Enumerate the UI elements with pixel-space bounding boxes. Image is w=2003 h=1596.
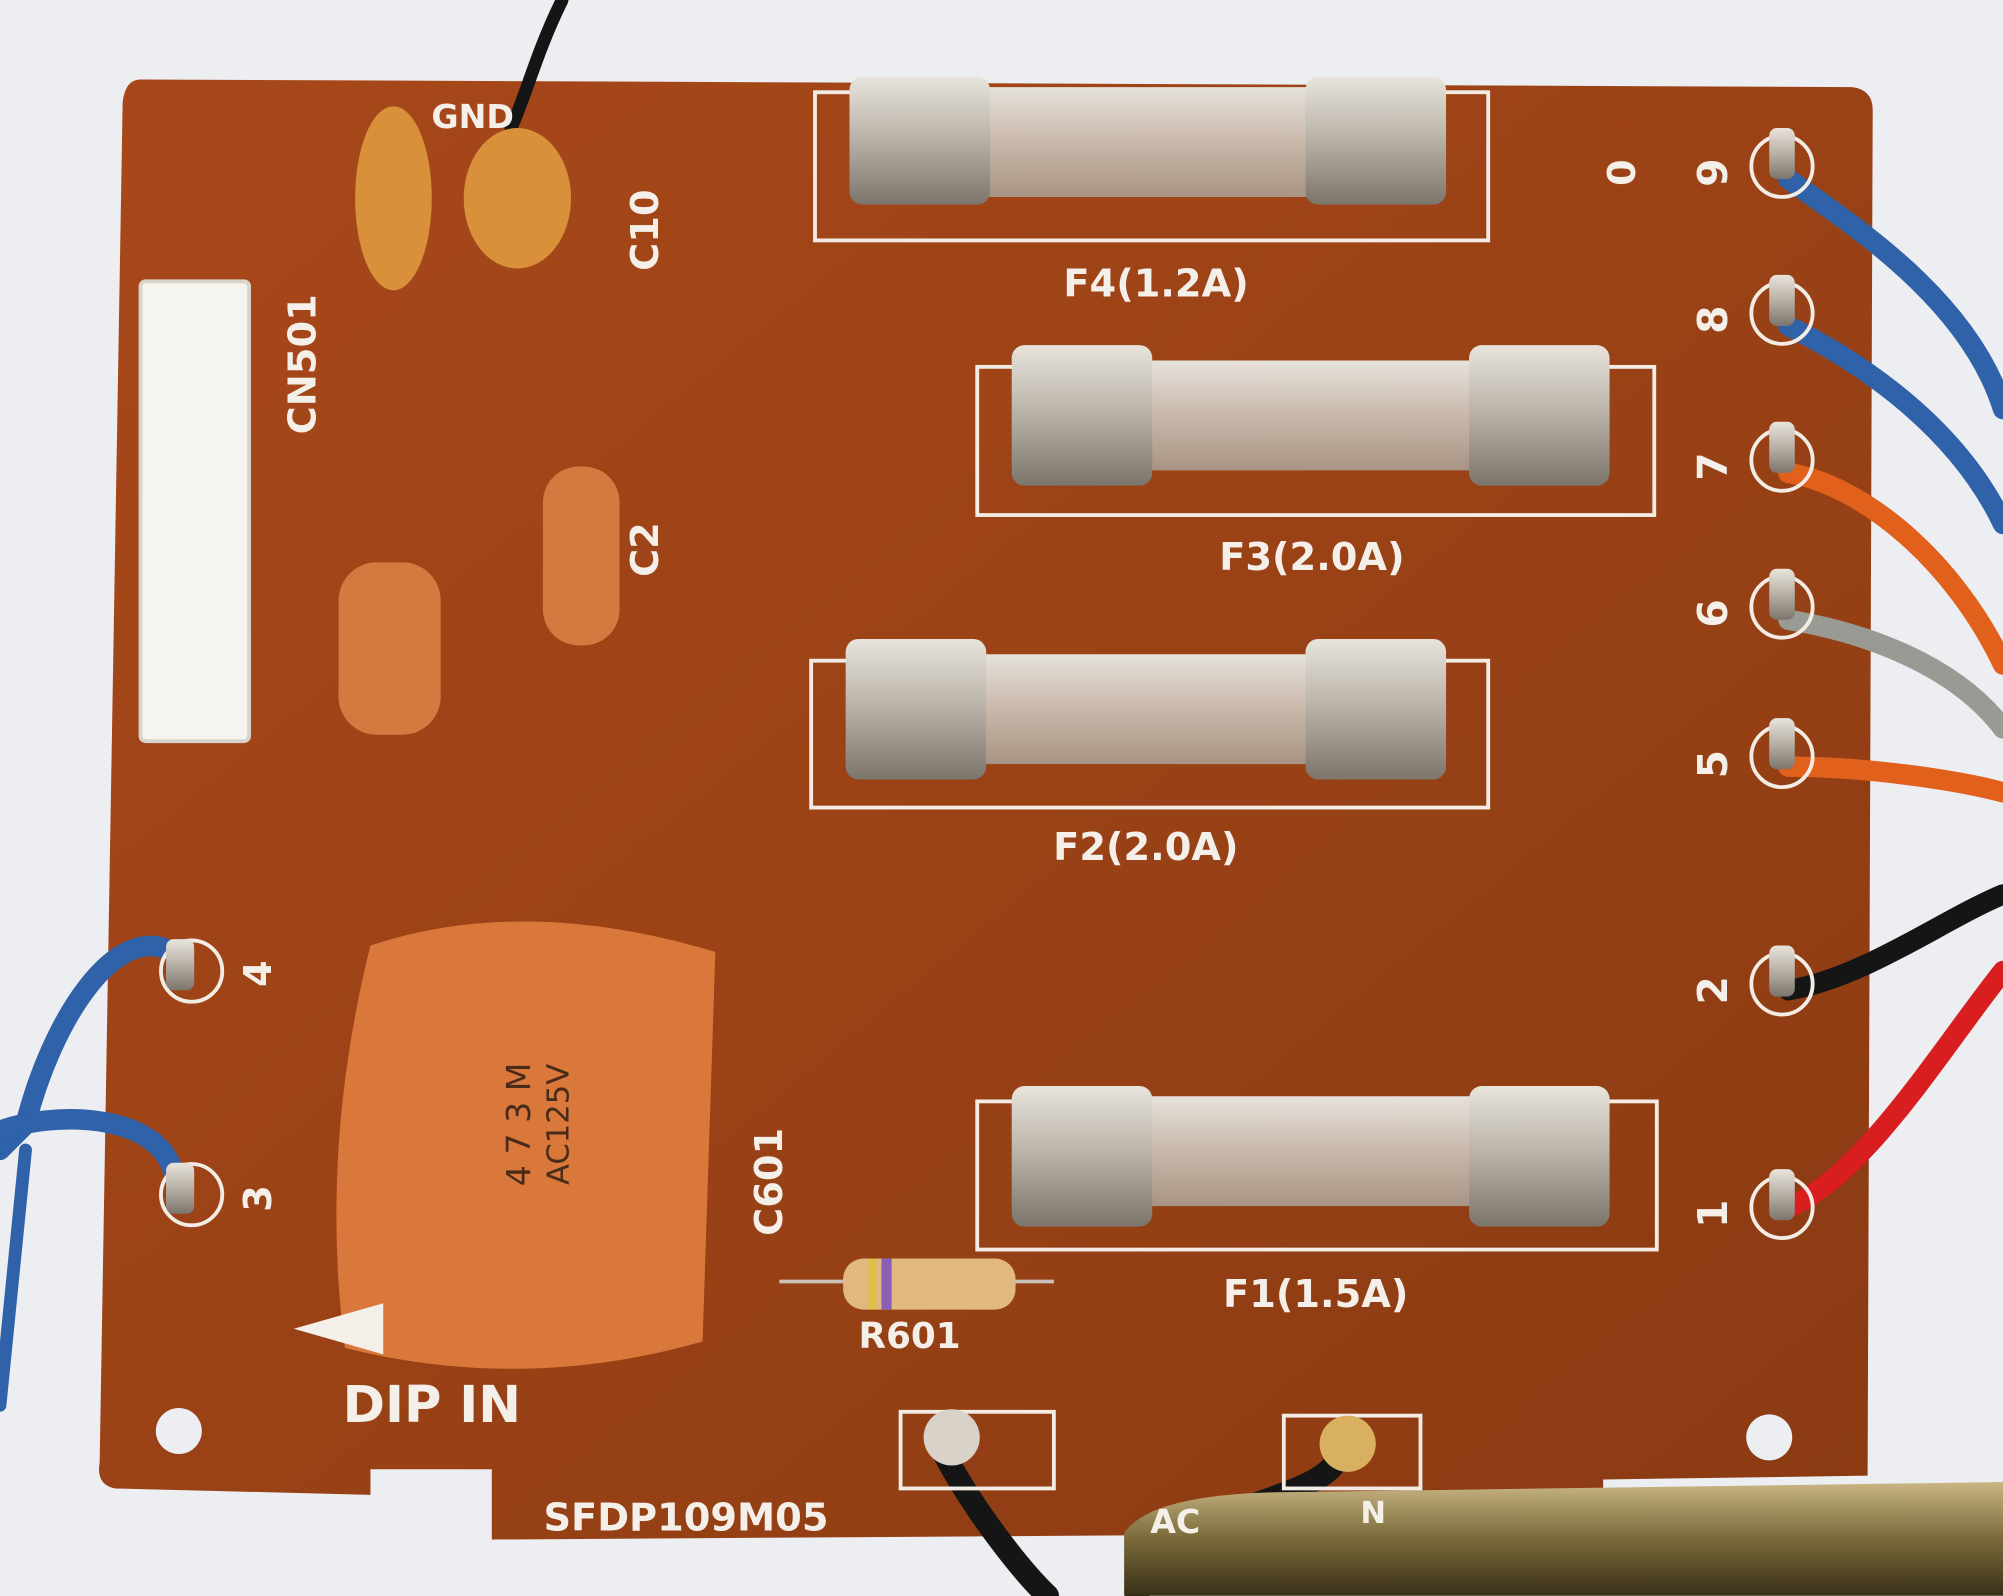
terminal-7-label: 7 xyxy=(1689,452,1737,480)
metal-cover xyxy=(1124,1482,2003,1596)
capacitor xyxy=(338,562,441,735)
fuse-f2-label: F2(2.0A) xyxy=(1053,825,1238,870)
terminal-7 xyxy=(1749,421,1815,493)
terminal-3 xyxy=(159,1162,225,1228)
fuse-f1-label: F1(1.5A) xyxy=(1223,1272,1408,1317)
terminal-0-label: 0 xyxy=(1600,159,1645,186)
fuse-f3-label: F3(2.0A) xyxy=(1219,535,1404,580)
terminal-6 xyxy=(1749,568,1815,640)
capacitor-c2 xyxy=(542,466,620,646)
ac-n-pad xyxy=(1281,1413,1423,1491)
gnd-label: GND xyxy=(431,97,514,136)
terminal-9-label: 9 xyxy=(1689,158,1737,186)
ceramic-capacitor-c10 xyxy=(463,127,572,269)
left-wires xyxy=(0,935,183,1412)
ac-l-pad xyxy=(898,1409,1056,1491)
ceramic-capacitor xyxy=(355,106,432,291)
mounting-hole xyxy=(155,1407,202,1454)
neutral-label: N xyxy=(1360,1496,1386,1531)
part-number: SFDP109M05 xyxy=(543,1496,828,1541)
terminal-6-label: 6 xyxy=(1689,599,1737,627)
terminal-9 xyxy=(1749,127,1815,199)
terminal-3-label: 3 xyxy=(236,1185,281,1212)
mounting-hole xyxy=(1746,1414,1793,1461)
triangle-marker xyxy=(293,1303,384,1355)
capacitor-c601 xyxy=(336,921,716,1369)
terminal-2 xyxy=(1749,945,1815,1017)
terminal-1 xyxy=(1749,1169,1815,1240)
ac-label: AC xyxy=(1150,1502,1200,1541)
cap-marking-2: AC125V xyxy=(541,1064,576,1185)
connector-cn501 xyxy=(138,279,252,744)
fuse-f1 xyxy=(975,1086,1659,1252)
terminal-2-label: 2 xyxy=(1689,976,1737,1004)
cap-marking-1: 4 7 3 M xyxy=(499,1063,538,1187)
terminal-8 xyxy=(1749,274,1815,346)
terminal-4-label: 4 xyxy=(236,960,281,987)
fuse-f4-label: F4(1.2A) xyxy=(1063,262,1248,307)
r601-label: R601 xyxy=(858,1316,960,1357)
terminal-8-label: 8 xyxy=(1689,305,1737,333)
fuse-f2 xyxy=(809,638,1491,810)
fuse-f3 xyxy=(975,345,1657,517)
c10-label: C10 xyxy=(623,189,668,270)
terminal-1-label: 1 xyxy=(1689,1200,1737,1228)
terminal-5 xyxy=(1749,718,1815,790)
terminal-4 xyxy=(159,938,225,1004)
c601-label: C601 xyxy=(747,1128,792,1236)
dip-in-label: DIP IN xyxy=(343,1376,521,1435)
fuse-f4 xyxy=(813,76,1491,243)
connector-label: CN501 xyxy=(281,294,326,434)
terminal-5-label: 5 xyxy=(1689,750,1737,778)
c2-label: C2 xyxy=(623,522,668,577)
